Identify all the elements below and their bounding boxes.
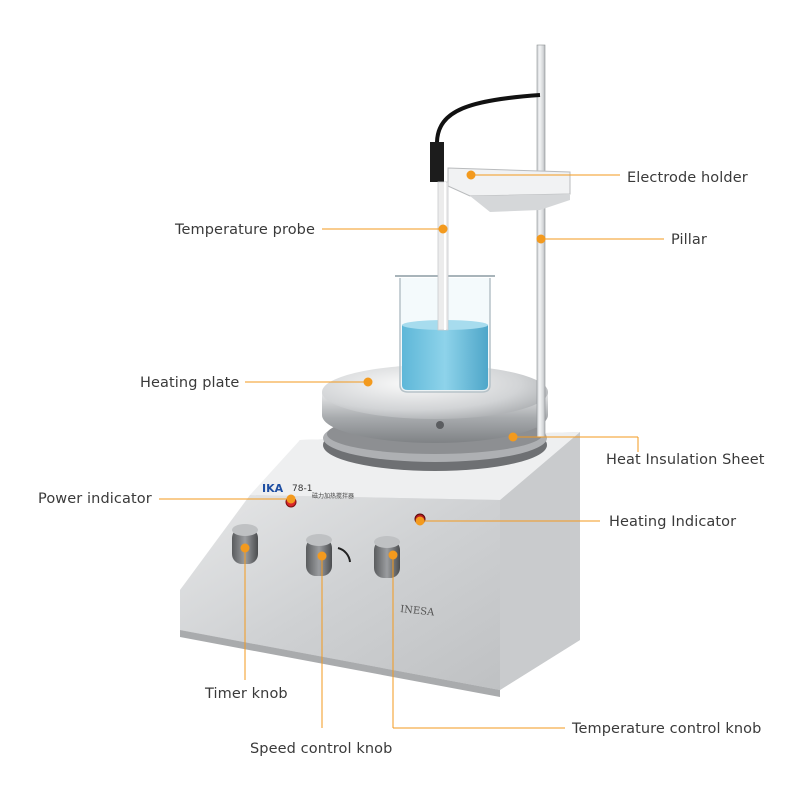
subtitle-text: 磁力加热搅拌器 — [312, 492, 354, 500]
label-temperature-control-knob: Temperature control knob — [572, 721, 762, 737]
label-heating-plate: Heating plate — [140, 375, 240, 391]
leader-lines — [159, 170, 664, 729]
probe-cable — [435, 93, 541, 143]
device-branding: IKA 78-1 磁力加热搅拌器 INESA — [262, 482, 435, 619]
label-pillar: Pillar — [671, 232, 707, 248]
electrode-holder — [430, 142, 571, 212]
label-power-indicator: Power indicator — [38, 491, 152, 507]
label-heat-insulation-sheet: Heat Insulation Sheet — [606, 452, 765, 468]
label-electrode-holder: Electrode holder — [627, 170, 748, 186]
device-base — [180, 432, 580, 697]
label-temperature-probe: Temperature probe — [175, 222, 316, 238]
label-heating-indicator: Heating Indicator — [609, 514, 737, 530]
maker-text: INESA — [400, 604, 436, 619]
label-timer-knob: Timer knob — [205, 686, 288, 702]
brand-text: IKA — [262, 482, 284, 495]
model-text: 78-1 — [292, 484, 312, 494]
label-speed-control-knob: Speed control knob — [250, 741, 393, 757]
temperature-probe — [437, 181, 449, 331]
